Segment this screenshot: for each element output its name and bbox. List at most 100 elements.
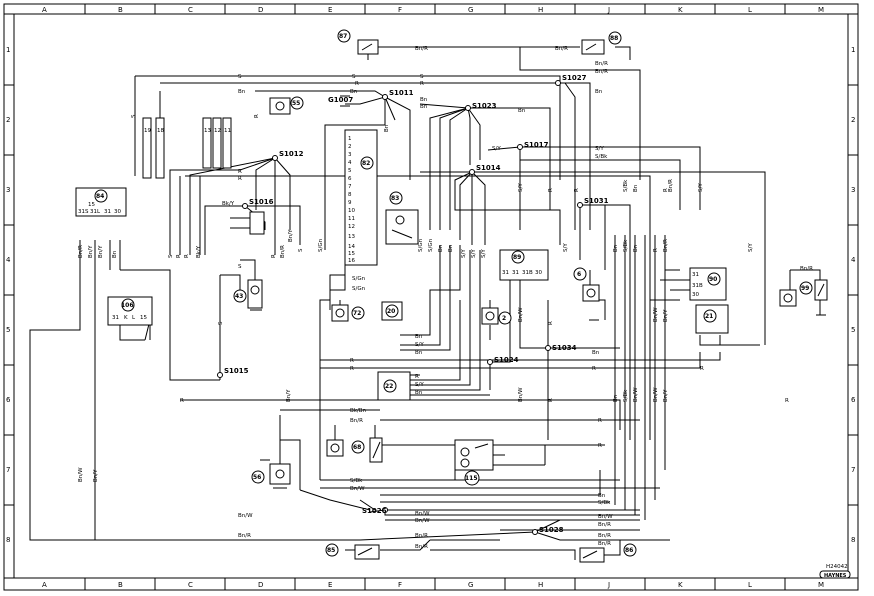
wire-label: Bn/R — [668, 179, 674, 192]
svg-text:31: 31 — [692, 272, 699, 278]
svg-text:1: 1 — [348, 136, 352, 142]
ground-symbols — [250, 95, 826, 489]
wire-label: S/Y — [698, 183, 704, 192]
wire-label: Bn/Y — [98, 245, 104, 258]
node-label: S1011 — [389, 89, 414, 97]
wire-label: S/Y — [415, 342, 424, 348]
wire-label: Bn/W — [238, 513, 253, 519]
wire-label: Bn/W — [653, 387, 659, 402]
component-82-connector: 82 1 2 3 4 5 6 7 8 9 10 11 12 13 14 15 1… — [344, 129, 378, 266]
node-label: S1014 — [476, 164, 501, 172]
svg-text:21: 21 — [705, 313, 713, 320]
wire-label: Bn/Y — [663, 389, 669, 402]
wire-label: R — [415, 374, 419, 380]
diagram-frame — [3, 3, 859, 591]
col-label: H — [538, 6, 543, 14]
wire-label: Bn — [420, 97, 428, 103]
node-label: S1031 — [584, 197, 609, 205]
component-89-module: 89 31 31 31B 30 — [499, 249, 549, 281]
publisher-logo: HAYNES — [819, 570, 851, 579]
wire-labels: Bn/R Bn/R Bn/R Bn/R S S S R R Bn Bn Bn B… — [78, 46, 813, 550]
wire-label: Bn — [633, 184, 639, 192]
svg-text:90: 90 — [709, 276, 717, 283]
wire-label: S/Y — [748, 243, 754, 252]
svg-text:30: 30 — [114, 209, 121, 215]
wire-label: Bn/Y — [663, 309, 669, 322]
node-label: S1027 — [562, 74, 587, 82]
grid-column-labels-top: A B C D E F G H J K L M — [42, 6, 824, 14]
wire-label: Bn/W — [518, 307, 524, 322]
component-72: 72 — [331, 304, 365, 322]
svg-text:2: 2 — [348, 144, 352, 150]
wire-label: S/Y — [481, 249, 487, 258]
svg-text:15: 15 — [140, 315, 147, 321]
component-43: 43 — [233, 279, 263, 309]
wire-label: S/Y — [563, 243, 569, 252]
wire-label: R — [548, 188, 554, 192]
svg-text:22: 22 — [385, 383, 393, 390]
node-label: G1007 — [328, 96, 353, 104]
row-label: 4 — [6, 256, 11, 264]
diagram-reference: H24042 — [826, 564, 848, 570]
row-label: 7 — [851, 466, 855, 474]
svg-text:K: K — [124, 315, 128, 321]
wire-label: Bn/R — [598, 541, 611, 547]
wire-label: Bn/R — [415, 533, 428, 539]
wire-label: R — [180, 398, 184, 404]
row-label: 5 — [851, 326, 855, 334]
row-label: 2 — [6, 116, 10, 124]
wire-label: S/Gn — [352, 286, 366, 292]
wire-label: S/Gn — [418, 238, 424, 252]
wire-label: Bn — [438, 244, 444, 252]
wire-label: Bk/Y — [222, 201, 235, 207]
col-label: L — [748, 6, 752, 14]
svg-text:31L: 31L — [90, 209, 101, 215]
col-label: D — [258, 581, 263, 589]
svg-text:8: 8 — [348, 192, 352, 198]
col-label: B — [118, 6, 123, 14]
row-label: 1 — [851, 46, 855, 54]
component-22: 22 — [377, 371, 411, 401]
row-label: 1 — [6, 46, 10, 54]
node-label: S1023 — [472, 102, 497, 110]
wire-label: Bn/W — [633, 387, 639, 402]
wire-label: Bn/Y — [288, 229, 294, 242]
row-label: 8 — [6, 536, 10, 544]
row-label: 3 — [851, 186, 855, 194]
junction-nodes: S1027 S1011 G1007 S1023 S1017 S1014 S101… — [217, 74, 609, 535]
svg-text:106: 106 — [121, 302, 134, 309]
component-87: 87 — [337, 29, 379, 60]
svg-text:16: 16 — [348, 258, 355, 264]
row-label: 7 — [6, 466, 10, 474]
wire-label: R — [548, 398, 554, 402]
wire-label: Bn/R — [800, 266, 813, 272]
svg-text:43: 43 — [235, 293, 243, 300]
wire-label: Bn — [595, 89, 603, 95]
component-88: 88 — [581, 31, 622, 55]
col-label: F — [398, 581, 402, 589]
wire-label: R — [700, 366, 704, 372]
component-68: 68 — [326, 437, 383, 463]
wire-label: Bn/R — [555, 46, 568, 52]
wire-label: S — [352, 74, 356, 80]
wire-label: S/Y — [415, 382, 424, 388]
svg-text:31: 31 — [104, 209, 111, 215]
svg-text:4: 4 — [348, 160, 352, 166]
wire-label: S/Bk — [598, 500, 611, 506]
wire-label: Bn/R — [415, 544, 428, 550]
wire-label: Bn/W — [350, 486, 365, 492]
svg-text:88: 88 — [610, 35, 618, 42]
component-86: 86 — [579, 543, 637, 563]
node-label: S1016 — [249, 198, 274, 206]
row-label: 5 — [6, 326, 10, 334]
col-label: A — [42, 581, 47, 589]
component-6: 6 — [573, 267, 600, 302]
svg-text:31: 31 — [512, 270, 519, 276]
col-label: M — [818, 581, 824, 589]
svg-text:85: 85 — [327, 547, 335, 554]
wire-label: S/Y — [492, 146, 501, 152]
wire-label: Bn/Y — [88, 245, 94, 258]
component-55-upper: 55 — [269, 96, 304, 115]
wire-label: Bn — [415, 334, 423, 340]
